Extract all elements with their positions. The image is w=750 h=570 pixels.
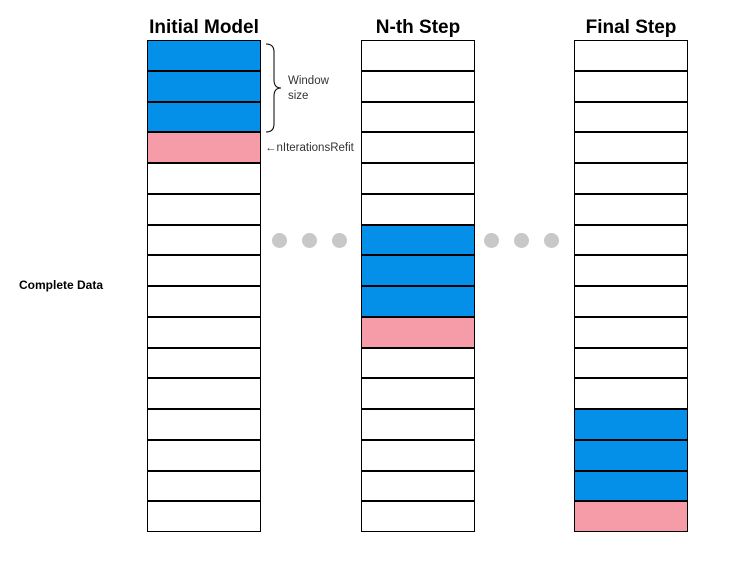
window-cell [147, 70, 261, 102]
data-cell [147, 316, 261, 348]
refit-cell [147, 132, 261, 163]
final-step-title: Final Step [585, 17, 677, 38]
window-size-label: Window size [288, 75, 329, 102]
data-cell [574, 378, 688, 409]
window-cell [147, 40, 261, 71]
data-cell [574, 286, 688, 317]
n-iterations-refit-label: ←nIterationsRefit [265, 141, 354, 156]
ellipsis-dot [514, 233, 529, 248]
window-cell [361, 286, 475, 317]
data-cell [574, 224, 688, 256]
initial-model-column [147, 40, 261, 532]
data-cell [147, 501, 261, 532]
data-cell [574, 193, 688, 225]
data-cell [361, 101, 475, 133]
window-cell [361, 224, 475, 256]
data-cell [147, 470, 261, 502]
data-cell [361, 501, 475, 532]
refit-cell [574, 501, 688, 532]
data-cell [574, 255, 688, 286]
final-step-column [574, 40, 688, 532]
data-cell [574, 163, 688, 194]
data-cell [147, 409, 261, 440]
data-cell [361, 378, 475, 409]
data-cell [361, 409, 475, 440]
nth-step-column [361, 40, 475, 532]
complete-data-label: Complete Data [19, 278, 104, 292]
data-cell [361, 163, 475, 194]
data-cell [147, 378, 261, 409]
window-cell [574, 470, 688, 502]
data-cell [574, 132, 688, 163]
data-cell [361, 193, 475, 225]
data-cell [574, 40, 688, 71]
data-cell [574, 316, 688, 348]
data-cell [361, 347, 475, 379]
data-cell [574, 101, 688, 133]
data-cell [147, 347, 261, 379]
refit-cell [361, 316, 475, 348]
data-cell [361, 70, 475, 102]
window-cell [361, 255, 475, 286]
initial-model-title: Initial Model [149, 17, 259, 38]
data-cell [147, 439, 261, 471]
ellipsis-dot [332, 233, 347, 248]
window-cell [574, 409, 688, 440]
ellipsis-dot [302, 233, 317, 248]
data-cell [361, 439, 475, 471]
ellipsis-dot [544, 233, 559, 248]
data-cell [147, 193, 261, 225]
ellipsis-dot [484, 233, 499, 248]
window-cell [574, 439, 688, 471]
data-cell [574, 70, 688, 102]
data-cell [361, 132, 475, 163]
data-cell [361, 40, 475, 71]
data-cell [361, 470, 475, 502]
n-iterations-refit-text: nIterationsRefit [276, 142, 354, 154]
data-cell [147, 224, 261, 256]
data-cell [147, 255, 261, 286]
ellipsis-dot [272, 233, 287, 248]
nth-step-title: N-th Step [375, 17, 461, 38]
left-arrow-icon: ← [265, 142, 277, 154]
data-cell [574, 347, 688, 379]
window-cell [147, 101, 261, 133]
window-size-brace [265, 43, 282, 133]
data-cell [147, 163, 261, 194]
data-cell [147, 286, 261, 317]
